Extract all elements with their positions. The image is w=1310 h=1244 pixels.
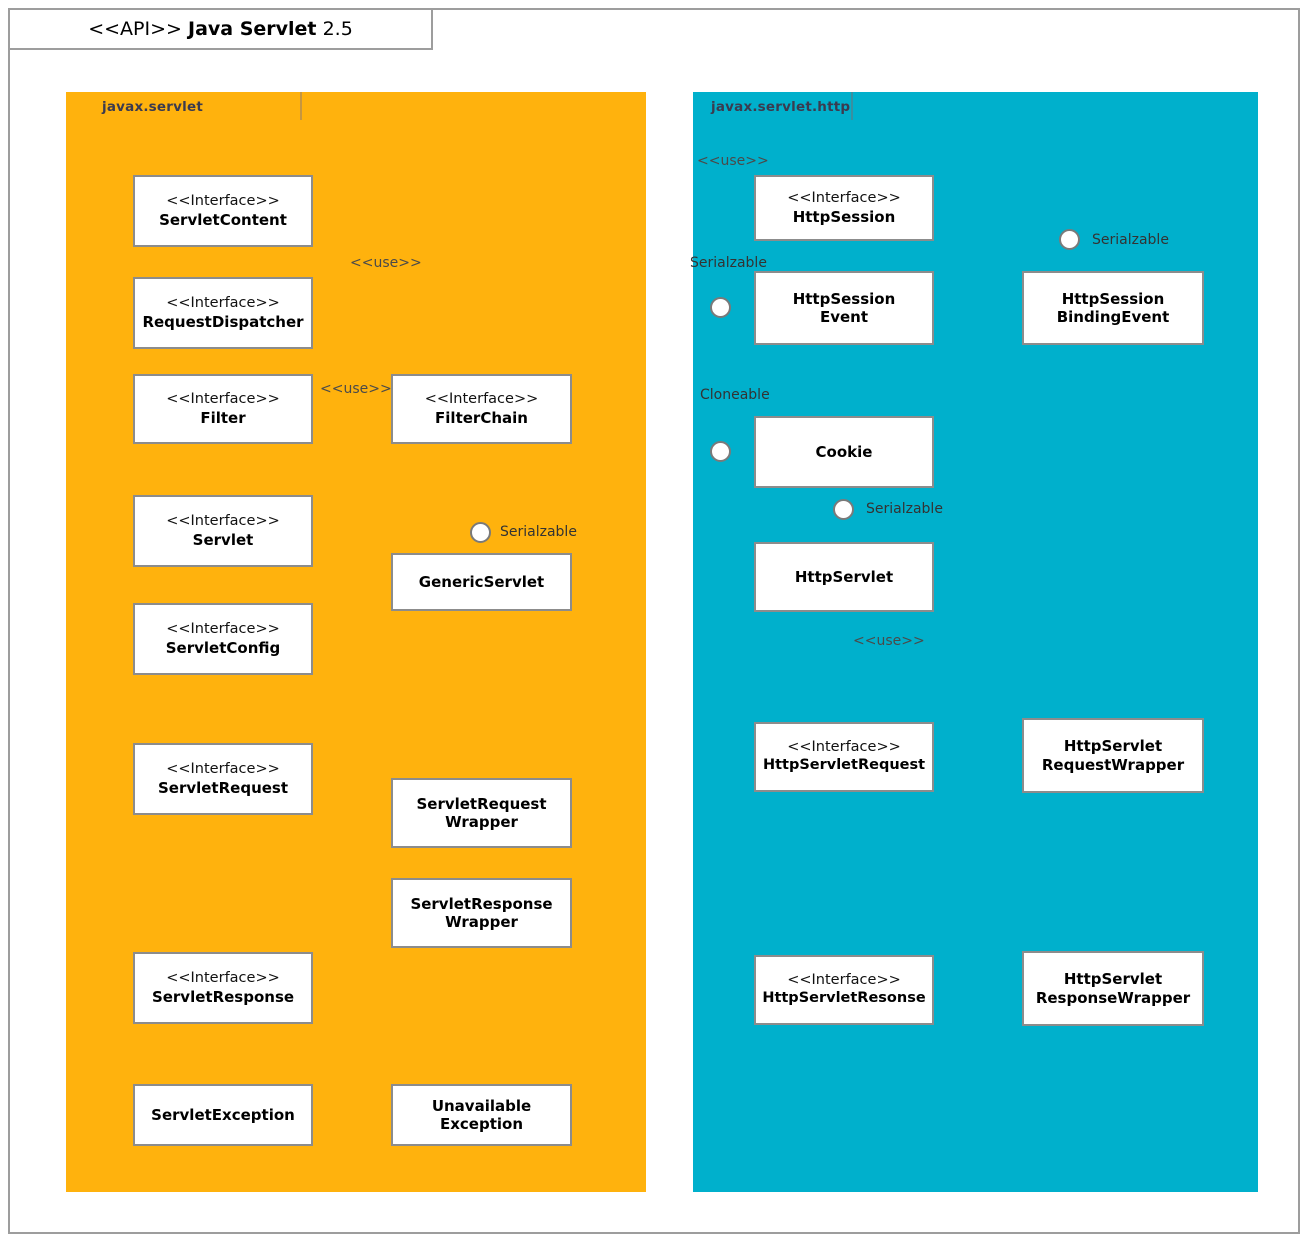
node-http-servlet-request-wrapper[interactable]: HttpServlet RequestWrapper <box>1022 718 1204 793</box>
node-http-servlet-response-wrapper[interactable]: HttpServlet ResponseWrapper <box>1022 951 1204 1026</box>
package-right-label: javax.servlet.http <box>711 99 851 115</box>
node-name: ServletException <box>151 1105 295 1124</box>
node-name: Unavailable Exception <box>431 1096 532 1133</box>
title-name: Java Servlet <box>188 18 317 40</box>
node-generic-servlet[interactable]: GenericServlet <box>391 553 572 611</box>
node-http-session[interactable]: <<Interface>> HttpSession <box>754 175 934 241</box>
lollipop-label-serialzable-binding: Serialzable <box>1092 232 1169 248</box>
node-filter[interactable]: <<Interface>> Filter <box>133 374 313 444</box>
node-name: HttpServlet <box>794 567 894 586</box>
node-http-session-event[interactable]: HttpSession Event <box>754 271 934 345</box>
edge-label-use-httpsession-servletcontent: <<use>> <box>697 153 769 169</box>
lollipop-label-cloneable: Cloneable <box>700 387 770 403</box>
node-name: HttpServletResonse <box>762 990 926 1006</box>
node-name: HttpServlet RequestWrapper <box>1041 737 1185 774</box>
interface-ball-icon <box>470 522 491 543</box>
node-name: RequestDispatcher <box>142 312 304 331</box>
lollipop-label-serialzable-event: Serialzable <box>690 255 767 271</box>
node-http-servlet-resonse[interactable]: <<Interface>> HttpServletResonse <box>754 955 934 1025</box>
node-stereotype: <<Interface>> <box>424 391 539 407</box>
node-name: HttpServlet ResponseWrapper <box>1035 970 1191 1007</box>
node-name: Filter <box>200 408 246 427</box>
node-name: ServletConfig <box>165 638 281 657</box>
node-stereotype: <<Interface>> <box>166 970 280 986</box>
node-stereotype: <<Interface>> <box>787 739 901 756</box>
node-name: HttpServletRequest <box>762 757 926 773</box>
node-servlet[interactable]: <<Interface>> Servlet <box>133 495 313 567</box>
node-http-session-binding-event[interactable]: HttpSession BindingEvent <box>1022 271 1204 345</box>
node-name: ServletResponse <box>151 987 295 1006</box>
node-name: ServletContent <box>159 210 287 229</box>
node-stereotype: <<Interface>> <box>787 972 901 989</box>
node-stereotype: <<Interface>> <box>166 295 280 311</box>
node-cookie[interactable]: Cookie <box>754 416 934 488</box>
node-stereotype: <<Interface>> <box>166 513 280 529</box>
node-stereotype: <<Interface>> <box>787 190 901 206</box>
node-servlet-response-wrapper[interactable]: ServletResponse Wrapper <box>391 878 572 948</box>
title-stereotype: <<API>> <box>88 18 182 40</box>
node-name: HttpSession BindingEvent <box>1056 289 1170 326</box>
node-servlet-exception[interactable]: ServletException <box>133 1084 313 1146</box>
package-left-label: javax.servlet <box>102 99 203 115</box>
package-javax-servlet-http: javax.servlet.http <box>693 92 1258 1192</box>
node-filter-chain[interactable]: <<Interface>> FilterChain <box>391 374 572 444</box>
node-servlet-response[interactable]: <<Interface>> ServletResponse <box>133 952 313 1024</box>
node-name: ServletRequest Wrapper <box>416 794 547 831</box>
edge-label-use-httpservlet-httpservletrequest: <<use>> <box>853 633 925 649</box>
node-name: ServletRequest <box>157 778 289 797</box>
node-name: Servlet <box>192 530 254 549</box>
lollipop-label-serialzable-generic: Serialzable <box>500 524 577 540</box>
node-stereotype: <<Interface>> <box>166 193 280 209</box>
interface-ball-icon <box>710 297 731 318</box>
node-stereotype: <<Interface>> <box>166 391 280 407</box>
node-name: FilterChain <box>435 408 528 427</box>
diagram-title-box: <<API>> Java Servlet 2.5 <box>8 8 433 50</box>
node-servlet-request[interactable]: <<Interface>> ServletRequest <box>133 743 313 815</box>
node-name: HttpSession Event <box>792 289 896 326</box>
node-name: GenericServlet <box>418 572 545 591</box>
node-name: Cookie <box>815 442 873 461</box>
node-http-servlet-request[interactable]: <<Interface>> HttpServletRequest <box>754 722 934 792</box>
interface-ball-icon <box>833 499 854 520</box>
interface-ball-icon <box>710 441 731 462</box>
node-stereotype: <<Interface>> <box>166 761 280 777</box>
package-left-tab: javax.servlet <box>66 92 646 122</box>
edge-label-use-filter-filterchain: <<use>> <box>320 381 392 397</box>
lollipop-label-serialzable-httpservlet: Serialzable <box>866 501 943 517</box>
node-unavailable-exception[interactable]: Unavailable Exception <box>391 1084 572 1146</box>
node-stereotype: <<Interface>> <box>166 621 280 637</box>
page-title: <<API>> Java Servlet 2.5 <box>88 18 353 40</box>
interface-ball-icon <box>1059 229 1080 250</box>
node-name: ServletResponse Wrapper <box>410 894 553 931</box>
title-version: 2.5 <box>322 18 353 40</box>
edge-label-use-servletcontent-requestdispatcher: <<use>> <box>350 255 422 271</box>
node-servlet-config[interactable]: <<Interface>> ServletConfig <box>133 603 313 675</box>
node-servlet-content[interactable]: <<Interface>> ServletContent <box>133 175 313 247</box>
node-http-servlet[interactable]: HttpServlet <box>754 542 934 612</box>
node-request-dispatcher[interactable]: <<Interface>> RequestDispatcher <box>133 277 313 349</box>
package-right-tab: javax.servlet.http <box>693 92 1258 122</box>
node-servlet-request-wrapper[interactable]: ServletRequest Wrapper <box>391 778 572 848</box>
node-name: HttpSession <box>792 207 896 226</box>
